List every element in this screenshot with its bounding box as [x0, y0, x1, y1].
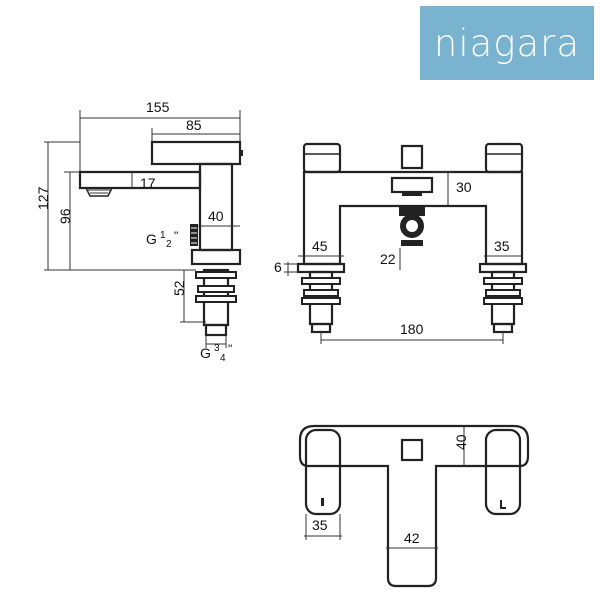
- port-half-inch: [190, 224, 198, 246]
- dim-96: 96: [57, 208, 73, 224]
- dim-40: 40: [208, 208, 224, 224]
- niagara-logo: niagara: [420, 6, 594, 80]
- dim-155: 155: [146, 99, 170, 115]
- dim-42-top: 42: [404, 530, 420, 546]
- left-handle-front: [302, 142, 342, 174]
- logo-text: niagara: [433, 21, 581, 65]
- diverter-knob: [400, 144, 424, 170]
- handle-side: [150, 140, 242, 166]
- svg-text:1: 1: [160, 230, 166, 241]
- body-top: [298, 424, 530, 588]
- dim-45: 45: [312, 238, 328, 254]
- svg-text:": ": [228, 342, 232, 356]
- left-handle-top: [304, 428, 342, 516]
- svg-text:2: 2: [166, 239, 172, 250]
- svg-text:3: 3: [214, 343, 220, 354]
- right-handle-top: [484, 428, 522, 516]
- dim-17: 17: [140, 175, 156, 191]
- thread-half-label: G: [146, 231, 157, 247]
- thread-3q-label: G: [200, 345, 211, 361]
- top-view: 40 35 42: [298, 424, 530, 588]
- dim-127: 127: [35, 186, 51, 210]
- svg-text:": ": [174, 229, 178, 243]
- svg-text:4: 4: [220, 353, 226, 364]
- dim-6: 6: [274, 259, 282, 275]
- base-side: [190, 248, 242, 266]
- body-side: [198, 162, 234, 252]
- diverter-top: [400, 438, 424, 462]
- dim-85: 85: [186, 117, 202, 133]
- front-view: 30 22 45 35 6 180: [274, 142, 528, 344]
- dim-22: 22: [380, 251, 396, 267]
- dim-35: 35: [494, 238, 510, 254]
- side-view: 155 85 17 40 G 1 2 " 127: [35, 99, 243, 364]
- dim-40-top: 40: [453, 434, 469, 450]
- dim-52: 52: [171, 280, 187, 296]
- dim-180: 180: [400, 321, 424, 337]
- right-handle-front: [484, 142, 524, 174]
- dim-35-top: 35: [312, 517, 328, 533]
- dim-30: 30: [456, 179, 472, 195]
